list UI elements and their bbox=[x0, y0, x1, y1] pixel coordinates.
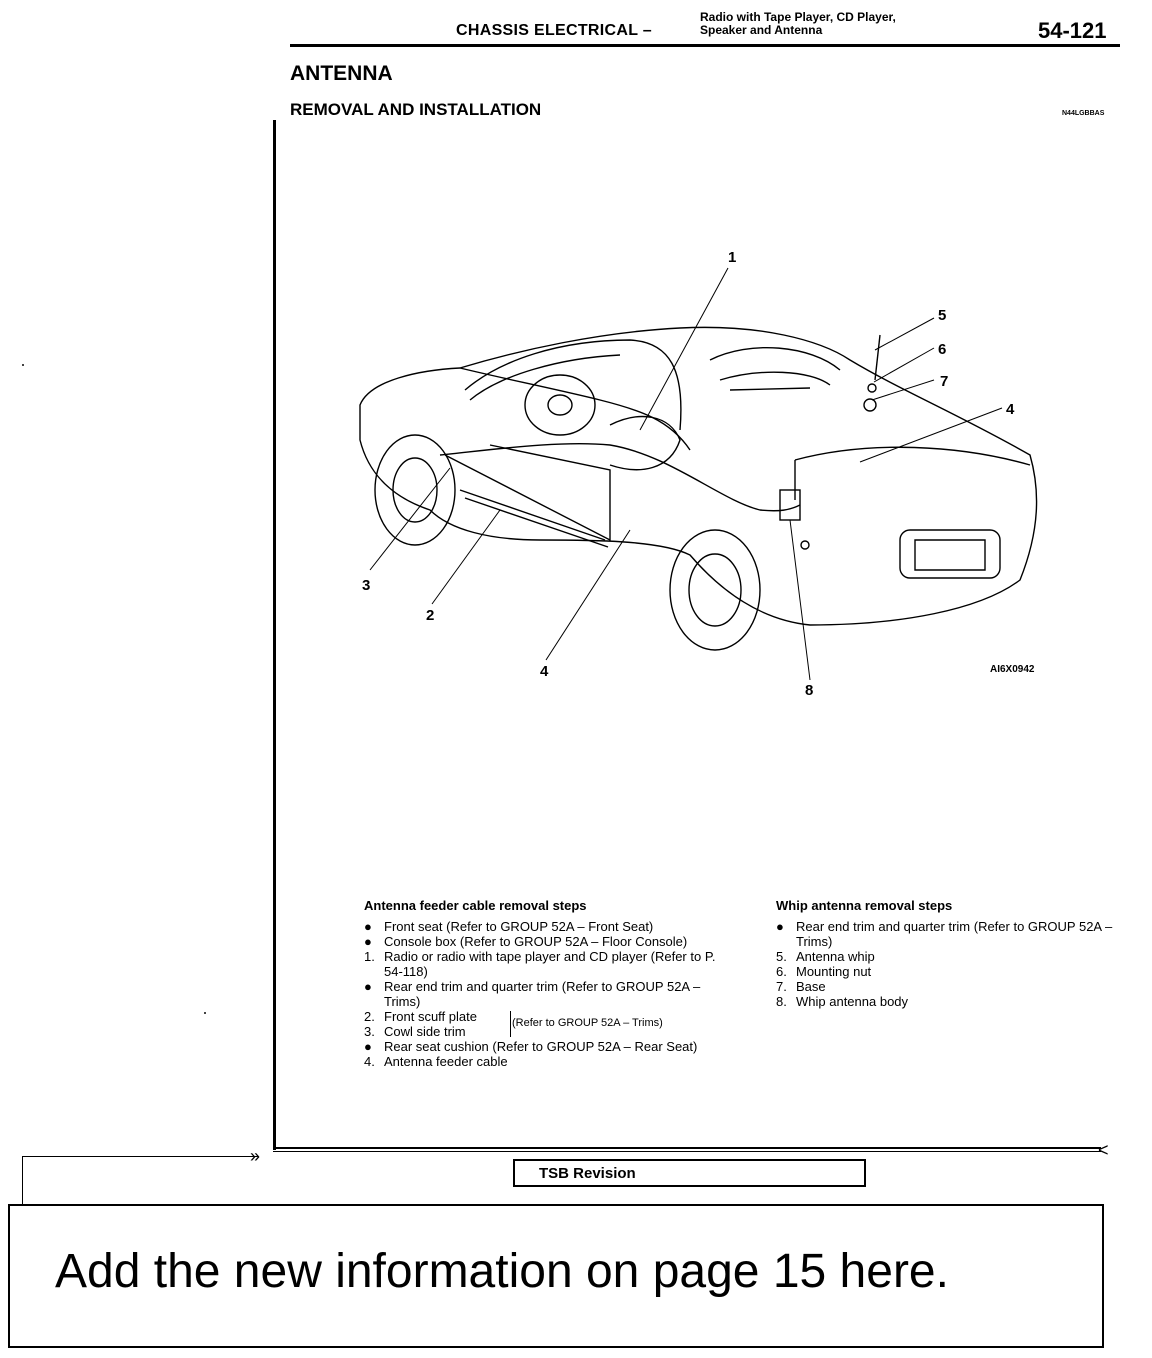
margin-rule bbox=[273, 120, 276, 1150]
bracket-group: 2.Front scuff plate 3.Cowl side trim (Re… bbox=[364, 1009, 724, 1039]
header-subsection-line1: Radio with Tape Player, CD Player, bbox=[700, 10, 896, 24]
scan-speck bbox=[22, 364, 24, 366]
list-item: 8.Whip antenna body bbox=[776, 994, 909, 1009]
frame-line bbox=[22, 1156, 258, 1157]
list-item: ●Rear end trim and quarter trim (Refer t… bbox=[364, 979, 701, 1009]
callout-7: 7 bbox=[940, 373, 948, 390]
list-item: 5.Antenna whip bbox=[776, 949, 875, 964]
page-number: 54-121 bbox=[1038, 18, 1107, 43]
page-title: ANTENNA bbox=[290, 62, 393, 85]
list-item: ●Rear end trim and quarter trim (Refer t… bbox=[776, 919, 1113, 949]
list-item: ●Rear seat cushion (Refer to GROUP 52A –… bbox=[364, 1039, 698, 1054]
callout-8: 8 bbox=[805, 682, 813, 699]
callout-6: 6 bbox=[938, 341, 946, 358]
header-section: CHASSIS ELECTRICAL – bbox=[456, 22, 652, 39]
callout-2: 2 bbox=[426, 607, 434, 624]
bracket-note: (Refer to GROUP 52A – Trims) bbox=[512, 1017, 663, 1029]
bracket bbox=[506, 1011, 511, 1037]
page-subtitle: REMOVAL AND INSTALLATION bbox=[290, 100, 542, 119]
header-rule bbox=[290, 44, 1120, 47]
list-item: 6.Mounting nut bbox=[776, 964, 872, 979]
chevron-left-icon: < bbox=[1098, 1140, 1109, 1160]
feeder-steps: Antenna feeder cable removal steps ●Fron… bbox=[364, 898, 724, 1069]
feeder-steps-heading: Antenna feeder cable removal steps bbox=[364, 898, 587, 913]
list-item: 4.Antenna feeder cable bbox=[364, 1054, 508, 1069]
header-subsection: Radio with Tape Player, CD Player, Speak… bbox=[700, 11, 896, 37]
list-item: 3.Cowl side trim bbox=[364, 1024, 466, 1039]
double-arrow-right-icon: » bbox=[250, 1146, 261, 1166]
tsb-revision-box: TSB Revision bbox=[513, 1159, 866, 1187]
doc-code: N44LGBBAS bbox=[1062, 110, 1105, 117]
callout-5: 5 bbox=[938, 307, 946, 324]
list-item: ●Console box (Refer to GROUP 52A – Floor… bbox=[364, 934, 688, 949]
callout-3: 3 bbox=[362, 577, 370, 594]
antenna-diagram: 1 2 3 4 4 5 6 7 8 bbox=[359, 249, 1038, 699]
list-item: 2.Front scuff plate bbox=[364, 1009, 477, 1024]
callout-1: 1 bbox=[728, 249, 736, 266]
list-item: 7.Base bbox=[776, 979, 826, 994]
whip-steps: Whip antenna removal steps ●Rear end tri… bbox=[776, 898, 1116, 1009]
list-item: ●Front seat (Refer to GROUP 52A – Front … bbox=[364, 919, 654, 934]
scan-speck bbox=[204, 1012, 206, 1014]
bottom-rule bbox=[273, 1147, 1101, 1152]
frame-line bbox=[22, 1156, 23, 1206]
header-subsection-line2: Speaker and Antenna bbox=[700, 23, 823, 37]
callout-4-right: 4 bbox=[1006, 401, 1015, 418]
list-item: 1.Radio or radio with tape player and CD… bbox=[364, 949, 716, 979]
callout-4-bottom: 4 bbox=[540, 663, 549, 680]
whip-steps-heading: Whip antenna removal steps bbox=[776, 898, 953, 913]
figure-code: AI6X0942 bbox=[990, 664, 1035, 675]
note-text: Add the new information on page 15 here. bbox=[55, 1245, 949, 1298]
note-box bbox=[8, 1204, 1104, 1348]
